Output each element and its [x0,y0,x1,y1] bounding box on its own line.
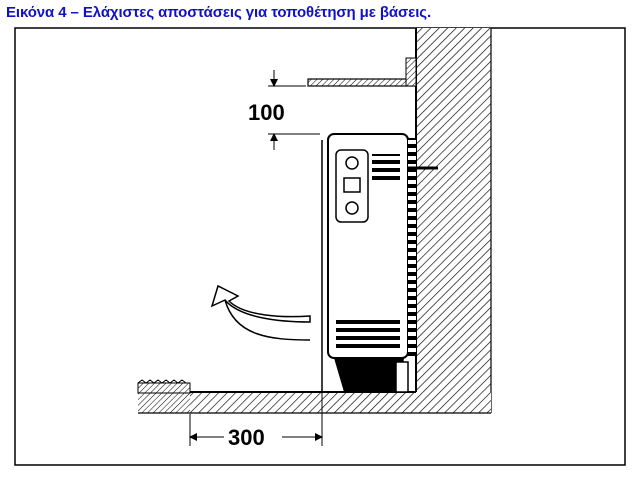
lower-vents [336,320,400,352]
top-clearance-label: 100 [248,100,285,125]
shelf [307,57,417,87]
front-clearance-dimension [189,392,323,446]
front-clearance-label: 300 [228,425,265,450]
figure-frame [14,27,626,466]
wall [415,28,492,413]
heater-base [321,355,409,393]
display-window [343,177,361,193]
upper-vents [372,154,400,180]
top-clearance-dimension [268,70,320,150]
control-knob-bottom [345,201,359,215]
figure-caption: Εικόνα 4 – Ελάχιστες αποστάσεις για τοπο… [6,4,432,21]
floor-covering [137,379,191,394]
floor [138,391,491,414]
heater [321,133,438,393]
control-knob-top [345,156,359,170]
airflow-arrow [210,284,311,323]
